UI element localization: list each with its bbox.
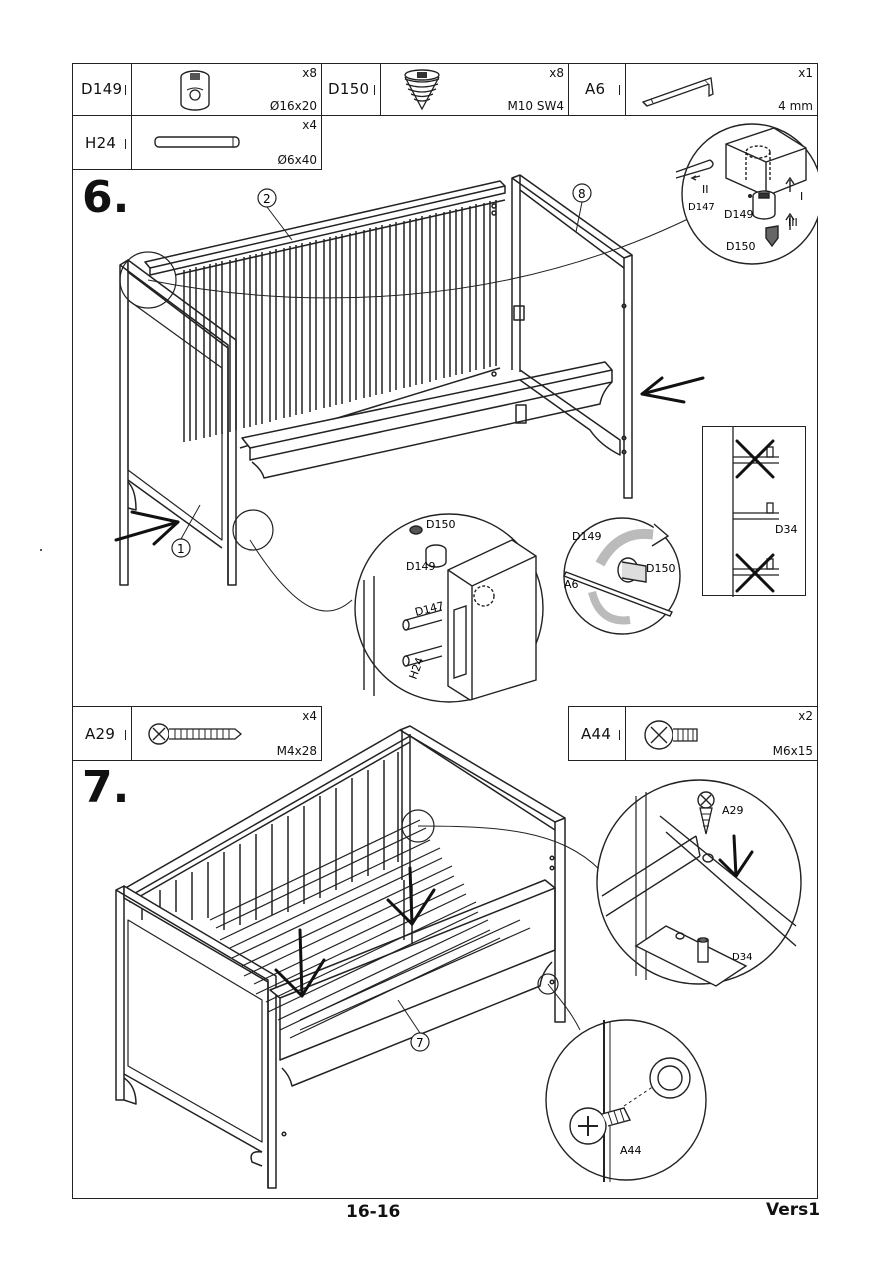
label-d147: D147 [688,202,715,213]
callout-1: 1 [177,542,185,556]
part-code: A6 [585,80,606,98]
part-qty: x4 [302,118,317,132]
label-d149: D149 [724,208,753,221]
wooden-dowel-icon [154,136,240,148]
part-qty: x1 [798,66,813,80]
part-code: A44 [581,725,612,743]
detail-dowel-insertion: D150 D149 D147 H24 [354,513,544,703]
detail-allen-key-turn: D149 D150 A6 [563,517,681,635]
part-box-d150: D150 x8 M10 SW4 [321,63,569,116]
step7-illustration: 7 [115,725,601,1189]
part-box-a6: A6 x1 4 mm [568,63,818,116]
callout-8: 8 [578,187,586,201]
part-spec: M10 SW4 [507,99,564,113]
label-d149: D149 [572,530,601,543]
part-box-a29: A29 x4 M4x28 [72,706,322,761]
label-a6: A6 [564,578,579,591]
label-d150: D150 [646,562,675,575]
label-roman-iii: III [788,216,798,229]
cam-lock-barrel-icon [180,70,210,111]
version-label: Vers1 [766,1200,821,1220]
part-spec: M6x15 [772,744,813,758]
allen-key-icon [641,77,714,107]
part-box-d149: D149 x8 Ø16x20 [72,63,322,116]
step-number-7: 7. [82,762,130,813]
label-d34: D34 [732,952,752,963]
callout-2: 2 [263,192,271,206]
part-qty: x4 [302,709,317,723]
part-qty: x8 [549,66,564,80]
label-d34: D34 [775,523,797,536]
part-box-a44: A44 x2 M6x15 [568,706,818,761]
label-d150: D150 [426,518,455,531]
label-d149: D149 [406,560,435,573]
detail-cam-lock: II I III D147 D149 D150 [675,123,818,265]
step-number-6: 6. [82,172,130,223]
part-spec: 4 mm [778,99,813,113]
label-roman-i: I [800,190,803,203]
label-d150: D150 [726,240,755,253]
part-spec: Ø16x20 [269,99,317,113]
callout-7: 7 [416,1036,424,1050]
label-a44: A44 [620,1144,642,1157]
label-a29: A29 [722,804,744,817]
step6-illustration: 2 1 8 [114,174,705,612]
part-box-h24: H24 x4 Ø6x40 [72,115,322,170]
part-code: H24 [85,134,117,152]
wrong-right-comparison: D34 [702,426,806,597]
bolt-icon [644,720,698,750]
part-code: D150 [328,80,370,98]
part-spec: M4x28 [276,744,317,758]
margin-dot [40,549,42,551]
part-code: A29 [85,725,116,743]
part-spec: Ø6x40 [277,153,317,167]
part-qty: x2 [798,709,813,723]
page-number: 16-16 [346,1202,401,1222]
part-code: D149 [81,80,123,98]
label-roman-ii: II [702,183,709,196]
detail-screw-fixing: A29 D34 [596,779,802,987]
threaded-insert-icon [404,69,440,111]
detail-bolt-fixing: A44 [545,1019,707,1182]
wood-screw-icon [148,723,243,745]
part-qty: x8 [302,66,317,80]
